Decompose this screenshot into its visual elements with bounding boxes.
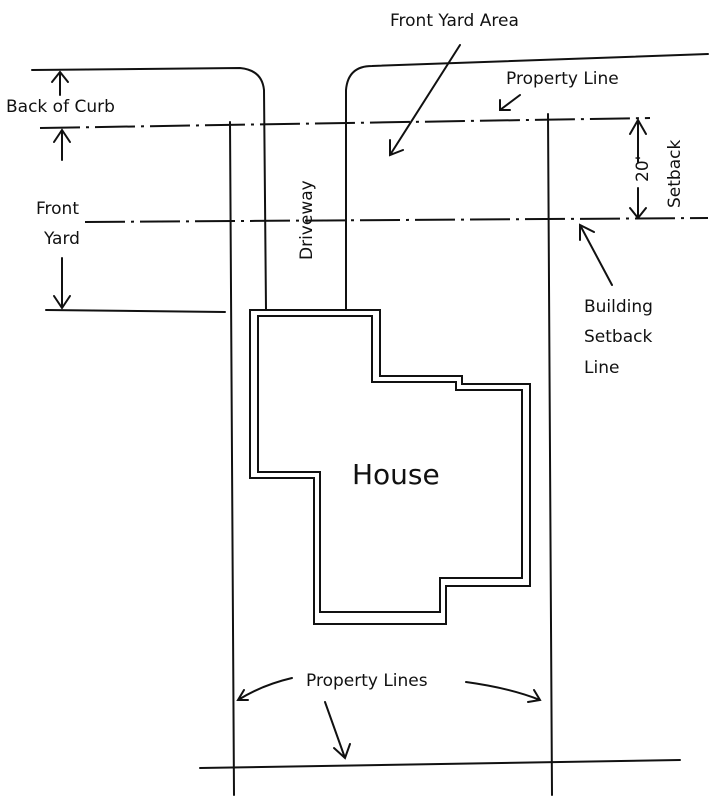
house-outline	[257, 315, 523, 613]
house-label: House	[352, 458, 440, 491]
building-setback-arrow	[579, 223, 613, 286]
setback-label: Setback	[665, 140, 685, 208]
property-lines-right-arrow	[465, 681, 542, 703]
building-setback-line	[84, 217, 709, 223]
setback-line-label: Setback	[584, 327, 652, 347]
property-lines-label: Property Lines	[306, 671, 428, 691]
property-lines-left-arrow	[236, 677, 293, 701]
property-line-label: Property Line	[506, 69, 619, 89]
back-of-curb-line-right	[345, 53, 709, 311]
front-yard-area-label: Front Yard Area	[390, 11, 519, 31]
building-label: Building	[584, 297, 653, 317]
left-property-line	[229, 121, 235, 796]
front-yard-limit	[45, 309, 226, 313]
driveway-label: Driveway	[297, 180, 317, 260]
setback-up-arrow	[629, 117, 647, 163]
setback-down-arrow	[629, 187, 647, 220]
house-outline-inner	[249, 309, 531, 625]
property-line-arrow	[499, 94, 521, 111]
rear-property-line	[199, 759, 681, 769]
front-yard-up-arrow	[53, 128, 71, 161]
front-label: Front	[36, 199, 79, 219]
property-lines-down-arrow	[324, 701, 351, 760]
yard-label: Yard	[43, 229, 80, 249]
front-yard-area-arrow	[389, 44, 461, 157]
front-yard-down-arrow	[53, 257, 71, 310]
right-property-line	[547, 113, 553, 796]
back-of-curb-label: Back of Curb	[6, 97, 115, 117]
back-of-curb-arrow	[51, 70, 69, 96]
line-label: Line	[584, 358, 619, 378]
setback-distance-label: 20'	[633, 156, 653, 182]
back-of-curb-line	[31, 66, 267, 311]
